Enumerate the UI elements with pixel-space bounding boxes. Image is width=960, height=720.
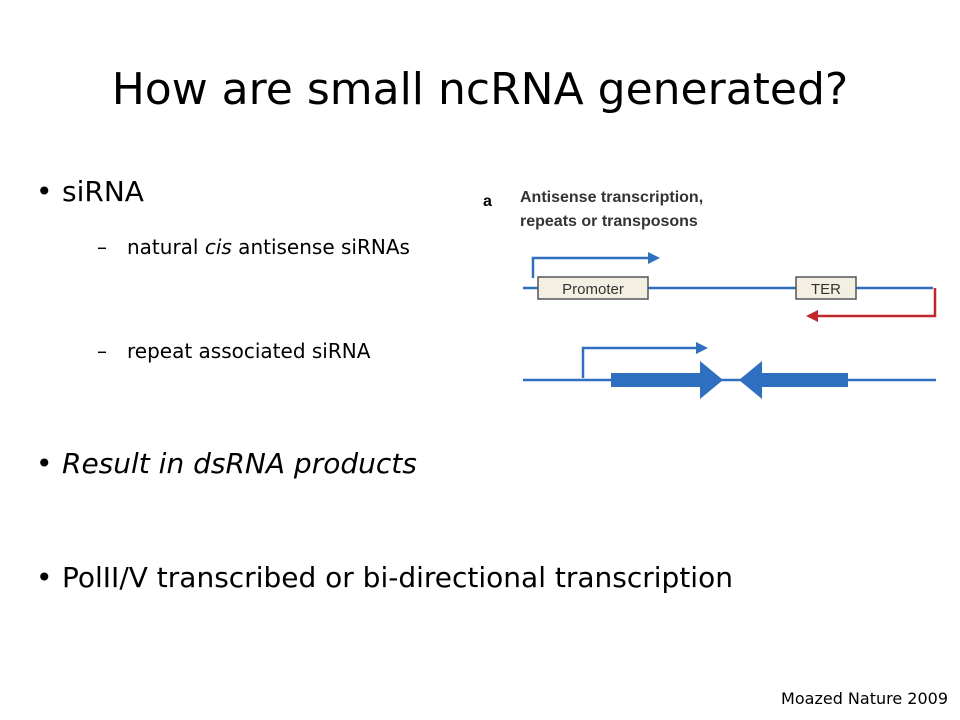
ter-box [795,276,857,300]
transcription-start-arrow [581,346,696,378]
bullet-text: Result in dsRNA products [62,447,417,480]
antisense-transcript-arrow [818,288,937,318]
sub-dash: – [97,339,107,363]
promoter-label: Promoter [562,281,624,298]
figure-heading-line1: Antisense transcription, [520,189,703,206]
repeat-forward-arrow [611,361,723,399]
sub-dash: – [97,235,107,259]
bullet-dot: • [36,561,53,594]
panel-label: a [483,193,492,210]
ter-label: TER [811,281,841,298]
sense-transcript-arrow [531,256,648,278]
bullet-polii: • PolII/V transcribed or bi-directional t… [36,561,733,595]
sub-text-suffix: antisense siRNAs [231,235,410,259]
citation: Moazed Nature 2009 [781,689,948,708]
sub-text-prefix: natural [127,235,205,259]
transcription-diagram: a Antisense transcription, repeats or tr… [478,178,948,408]
bullet-text: siRNA [62,175,144,208]
repeat-reverse-arrow [739,361,848,399]
promoter-box [537,276,649,300]
sub-text: repeat associated siRNA [127,339,371,363]
bullet-sirna: • siRNA [36,175,144,209]
bullet-dot: • [36,175,53,208]
antisense-arrowhead [806,310,818,322]
slide-title: How are small ncRNA generated? [111,64,849,115]
sense-arrowhead [648,252,660,264]
bullet-dot: • [36,447,53,480]
subbullet-natural-cis: –natural cis antisense siRNAs [97,234,410,260]
sub-text-italic: cis [204,235,232,259]
transcription-start-arrowhead [696,342,708,354]
figure-heading-line2: repeats or transposons [520,213,698,230]
bullet-dsrna: • Result in dsRNA products [36,447,417,481]
subbullet-repeat: –repeat associated siRNA [97,338,370,364]
bullet-text: PolII/V transcribed or bi-directional tr… [62,561,733,594]
